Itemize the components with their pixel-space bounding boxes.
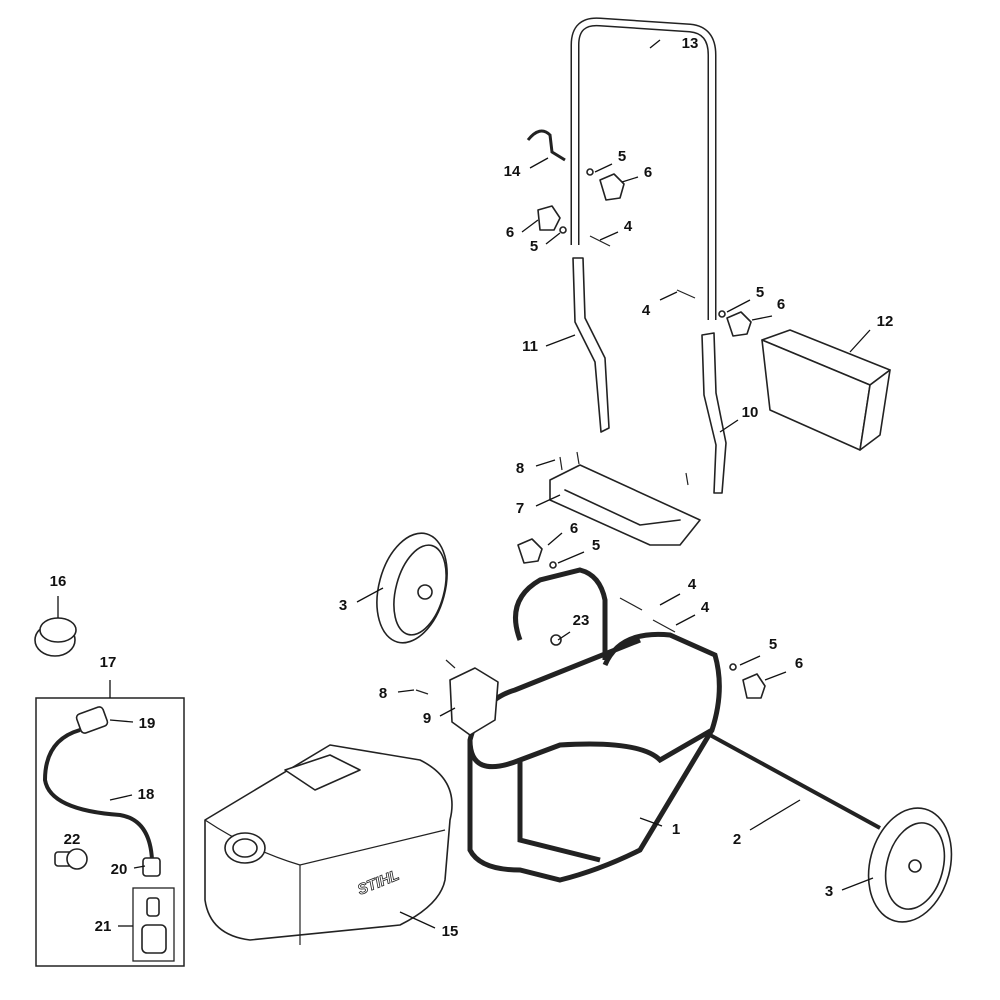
leader-line xyxy=(764,671,787,681)
leader-line xyxy=(547,532,563,546)
part-connector-large xyxy=(141,924,167,954)
callout-7: 7 xyxy=(516,500,524,517)
leader-line xyxy=(749,799,801,831)
leader-line xyxy=(109,719,134,723)
part-handle xyxy=(570,17,717,320)
callout-12: 12 xyxy=(877,313,894,330)
callout-5: 5 xyxy=(769,636,777,653)
callout-5: 5 xyxy=(756,284,764,301)
callout-10: 10 xyxy=(742,404,759,421)
leader-line xyxy=(621,176,639,183)
part-screws xyxy=(415,235,696,695)
leader-line xyxy=(659,593,681,606)
part-water-tank: STIHL xyxy=(204,744,453,945)
callout-6: 6 xyxy=(795,655,803,672)
callout-19: 19 xyxy=(139,715,156,732)
leader-line xyxy=(439,707,456,717)
leader-line xyxy=(594,163,613,173)
part-left-bracket xyxy=(572,257,610,433)
callout-6: 6 xyxy=(570,520,578,537)
callout-23: 23 xyxy=(573,612,590,629)
part-hose-fitting xyxy=(142,857,161,877)
leader-line xyxy=(849,329,871,353)
callout-8: 8 xyxy=(516,460,524,477)
callout-6: 6 xyxy=(777,296,785,313)
callout-9: 9 xyxy=(423,710,431,727)
callout-4: 4 xyxy=(688,576,697,593)
part-storage-box xyxy=(761,329,891,451)
part-clip xyxy=(526,129,566,162)
leader-line xyxy=(649,39,661,49)
leader-line xyxy=(521,219,539,233)
callout-3: 3 xyxy=(339,597,347,614)
leader-line xyxy=(545,334,576,347)
callout-16: 16 xyxy=(50,573,67,590)
callout-17: 17 xyxy=(100,654,117,671)
leader-line xyxy=(751,315,773,321)
part-coupling xyxy=(75,706,109,734)
callout-11: 11 xyxy=(522,338,538,355)
callout-3: 3 xyxy=(825,883,833,900)
callout-8: 8 xyxy=(379,685,387,702)
leader-line xyxy=(397,689,415,693)
callout-6: 6 xyxy=(506,224,514,241)
part-caps xyxy=(517,168,766,699)
leader-line xyxy=(356,587,384,603)
callout-22: 22 xyxy=(64,831,81,848)
callout-21: 21 xyxy=(95,918,112,935)
part-axle xyxy=(709,733,881,830)
leader-line xyxy=(545,232,561,245)
leader-line xyxy=(529,157,549,169)
callout-15: 15 xyxy=(442,923,459,940)
callout-4: 4 xyxy=(701,599,710,616)
part-adapter xyxy=(54,848,88,870)
part-hose xyxy=(42,728,154,861)
callout-5: 5 xyxy=(618,148,626,165)
callout-20: 20 xyxy=(111,861,128,878)
part-connector-small xyxy=(146,897,160,917)
leader-line xyxy=(109,794,133,801)
leader-line xyxy=(841,877,874,891)
leader-line xyxy=(659,291,678,301)
callout-13: 13 xyxy=(682,35,699,52)
callout-14: 14 xyxy=(504,163,521,180)
connector-set-box xyxy=(132,887,175,962)
part-pin xyxy=(550,634,562,646)
leader-line xyxy=(719,419,739,433)
leader-line xyxy=(675,614,696,626)
leader-line xyxy=(726,299,751,313)
part-right-bracket xyxy=(701,332,727,494)
leader-line xyxy=(639,817,663,827)
callouts: 1314566544561211108765344231617191889561… xyxy=(50,35,894,940)
callout-1: 1 xyxy=(672,821,680,838)
callout-4: 4 xyxy=(624,218,633,235)
callout-2: 2 xyxy=(733,831,741,848)
leader-line xyxy=(557,551,585,564)
callout-5: 5 xyxy=(592,537,600,554)
callout-18: 18 xyxy=(138,786,155,803)
callout-6: 6 xyxy=(644,164,652,181)
part-frame xyxy=(467,567,722,883)
part-wheel-right xyxy=(867,807,953,923)
leader-line xyxy=(535,494,561,507)
leader-line xyxy=(535,459,556,467)
part-holder xyxy=(449,667,499,736)
callout-4: 4 xyxy=(642,302,651,319)
part-tank-cap xyxy=(34,617,77,657)
leader-line xyxy=(739,655,761,666)
leader-line xyxy=(557,631,571,641)
leader-line xyxy=(133,865,146,869)
part-wheel-left xyxy=(376,532,448,644)
leader-line xyxy=(399,911,436,929)
callout-5: 5 xyxy=(530,238,538,255)
leader-line xyxy=(599,231,619,241)
